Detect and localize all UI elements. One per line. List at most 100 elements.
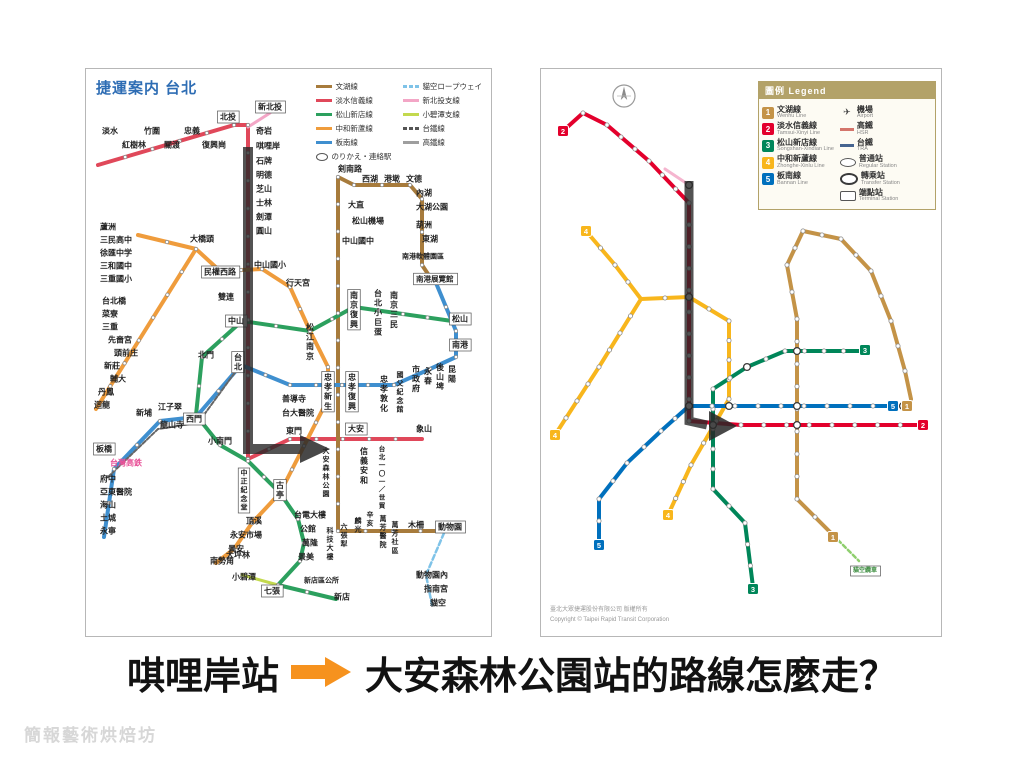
station-label: 府中 [100, 474, 116, 484]
station-dot [742, 520, 748, 526]
station-label: 永安市場 [229, 530, 262, 540]
station-dot [419, 196, 425, 202]
station-label: 中山 [228, 316, 244, 326]
station-label: 先嗇宮 [108, 335, 132, 345]
station-label: 南港 [452, 340, 469, 350]
station-label: 麟光 [354, 516, 363, 534]
station-label: 行天宮 [285, 278, 310, 288]
station-dot [617, 330, 623, 336]
station-dot [273, 323, 279, 329]
line-swatch [403, 85, 420, 88]
station-dot [794, 428, 800, 434]
legend-item: 台鐵線 [403, 123, 482, 134]
station-dot [393, 436, 398, 442]
legend-symbol-label: 轉乘站 [860, 171, 885, 181]
legend-label: 中和新蘆線 [335, 124, 373, 133]
station-dot [878, 293, 884, 299]
station-dot [134, 442, 140, 448]
station-dot [789, 289, 795, 295]
terminal-number: 3 [751, 585, 755, 594]
station-dot [847, 403, 853, 409]
station-label: 士林 [256, 198, 272, 208]
station-dot [111, 466, 117, 472]
station-label: 永春 [423, 366, 432, 386]
station-dot [794, 338, 800, 344]
station-label: 淡水 [102, 126, 119, 136]
station-label: 菜寮 [101, 309, 119, 319]
legend-item: 松山新店線 [316, 109, 391, 120]
station-label: 大湖公園 [416, 202, 448, 212]
station-dot [407, 182, 413, 188]
legend-line-name-en: Tamsui-Xinyi Line [777, 129, 821, 136]
terminal-badge [580, 225, 592, 237]
station-dot [580, 110, 586, 116]
watermark: 簡報藝術烘焙坊 [24, 726, 157, 745]
station-dot [701, 440, 707, 446]
station-label: 民權西路 [204, 267, 237, 277]
line-swatch [403, 127, 420, 130]
transfer-station-marker [792, 401, 802, 411]
station-dot [219, 336, 225, 342]
station-label: 南港展覽館 [416, 274, 454, 284]
legend-line-name-en: Songshan-Xindian Line [777, 146, 834, 153]
legend-line-name-en: Zhonghe-Xinlu Line [777, 162, 825, 169]
legend-label: 板南線 [335, 138, 358, 147]
station-dot [150, 146, 155, 152]
station-dot [710, 486, 716, 492]
station-dot [709, 403, 715, 409]
station-dot [745, 541, 751, 547]
station-dot [673, 186, 679, 192]
line-number-badge: 4 [762, 156, 774, 169]
station-dot [812, 514, 818, 520]
legend-line-name: 文湖線 [777, 104, 801, 114]
station-dot [607, 347, 613, 353]
station-dot [662, 295, 668, 301]
legend-label: のりかえ・連絡駅 [331, 152, 392, 161]
station-dot [824, 403, 830, 409]
station-dot [427, 366, 433, 372]
station-label: 三重國小 [100, 274, 132, 284]
station-dot [335, 447, 341, 452]
terminal-number: 4 [553, 431, 558, 440]
transfer-station-marker [792, 346, 802, 356]
station-dot [897, 422, 903, 428]
station-dot [249, 520, 255, 526]
station-label: 後山埤 [436, 362, 445, 391]
station-label: 東湖 [422, 234, 438, 244]
line-swatch [316, 99, 333, 102]
transfer-icon [839, 173, 858, 186]
station-label: 竹圍 [143, 126, 160, 136]
station-dot [340, 436, 345, 442]
station-dot [367, 436, 372, 442]
station-label: 唭哩岸 [256, 141, 280, 151]
station-label: 萬隆 [302, 538, 319, 548]
station-dot [902, 368, 908, 374]
station-label: 動物園內 [416, 570, 448, 580]
station-label: 昆陽 [448, 364, 456, 384]
terminal-badge [887, 400, 899, 412]
question-rest: 大安森林公園站的路線怎麼走？ [365, 655, 898, 698]
station-dot [390, 528, 396, 534]
station-label: 信義安和 [360, 446, 368, 485]
station-label: 三民高中 [100, 235, 132, 245]
station-dot [263, 372, 268, 378]
legend-label: 松山新店線 [335, 110, 373, 119]
line-swatch [316, 141, 333, 144]
terminal-badge [593, 539, 605, 551]
station-label: 剣南路 [337, 164, 363, 174]
left-map-legend: 文湖線淡水信義線松山新店線中和新蘆線板南線のりかえ・連絡駅 貓空ロープウェイ新北… [313, 79, 485, 164]
station-label: 內湖 [416, 188, 432, 198]
station-label: 港墘 [384, 174, 400, 184]
station-label: 龍山寺 [160, 420, 184, 430]
station-dot [646, 158, 652, 164]
transfer-station-marker [792, 420, 802, 430]
station-label: 雙連 [218, 292, 235, 302]
station-dot [151, 315, 156, 320]
terminal-number: 3 [863, 346, 867, 355]
station-label: 三重 [102, 322, 118, 332]
